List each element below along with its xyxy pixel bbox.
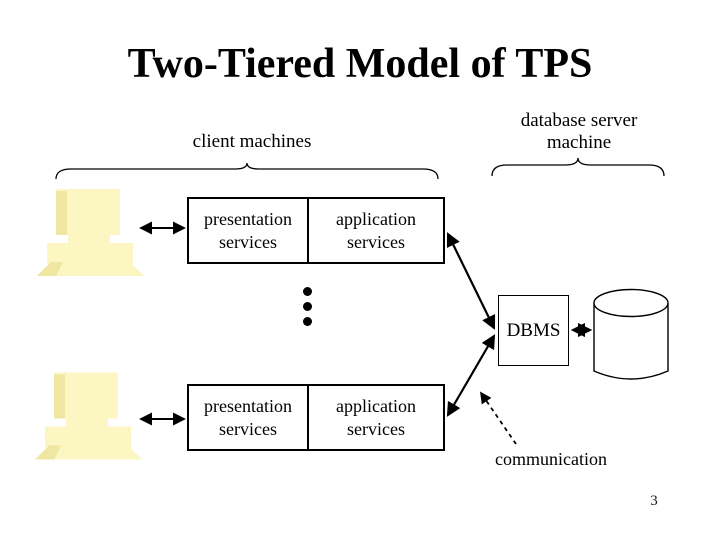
computer-monitor-shape [56,189,120,235]
computer-base-shape [37,262,144,276]
cell-line: presentation [204,208,292,229]
cell-line: presentation [204,395,292,416]
database-server-label-line2: machine [546,132,612,153]
computer-keyboard-shape [47,243,133,264]
cell-line: application [336,208,416,229]
computer-monitor-shape [54,372,118,419]
services-box-row-1: presentation services application servic… [187,197,445,264]
cell-line: services [347,418,405,439]
dbms-box: DBMS [498,295,569,366]
computer-keyboard-shape [45,426,131,448]
arrow-application2-dbms [446,334,496,417]
database-server-machine-label: database server machine [494,110,664,154]
ellipsis-dot [303,317,312,326]
database-cylinder-icon [593,288,669,380]
vertical-ellipsis [303,287,312,326]
computer-neck-shape [66,416,108,429]
computer-base-shading [35,445,61,460]
dbms-label: DBMS [506,319,561,341]
client-machines-label: client machines [192,131,312,152]
presentation-services-cell: presentation services [189,199,309,262]
application-services-cell: application services [309,199,443,262]
client-computer-icon [35,372,142,460]
ellipsis-dot [303,287,312,296]
cell-line: services [347,231,405,252]
page-number: 3 [650,493,658,509]
client-machines-brace-icon [55,162,439,180]
communication-label: communication [495,449,607,469]
cell-line: services [219,231,277,252]
computer-neck-shape [68,233,110,245]
arrow-application1-dbms [446,232,496,330]
slide-title: Two-Tiered Model of TPS [127,41,593,87]
cell-line: services [219,418,277,439]
ellipsis-dot [303,302,312,311]
application-services-cell: application services [309,386,443,449]
database-server-label-line1: database server [520,110,638,131]
services-box-row-2: presentation services application servic… [187,384,445,451]
computer-shading [54,374,65,419]
client-computer-icon [37,189,144,276]
computer-base-shape [35,445,142,460]
computer-base-shading [37,262,63,276]
presentation-services-cell: presentation services [189,386,309,449]
computer-shading [56,191,67,235]
communication-callout-dashed-arrow [480,391,517,445]
database-server-brace-icon [491,157,665,177]
cell-line: application [336,395,416,416]
